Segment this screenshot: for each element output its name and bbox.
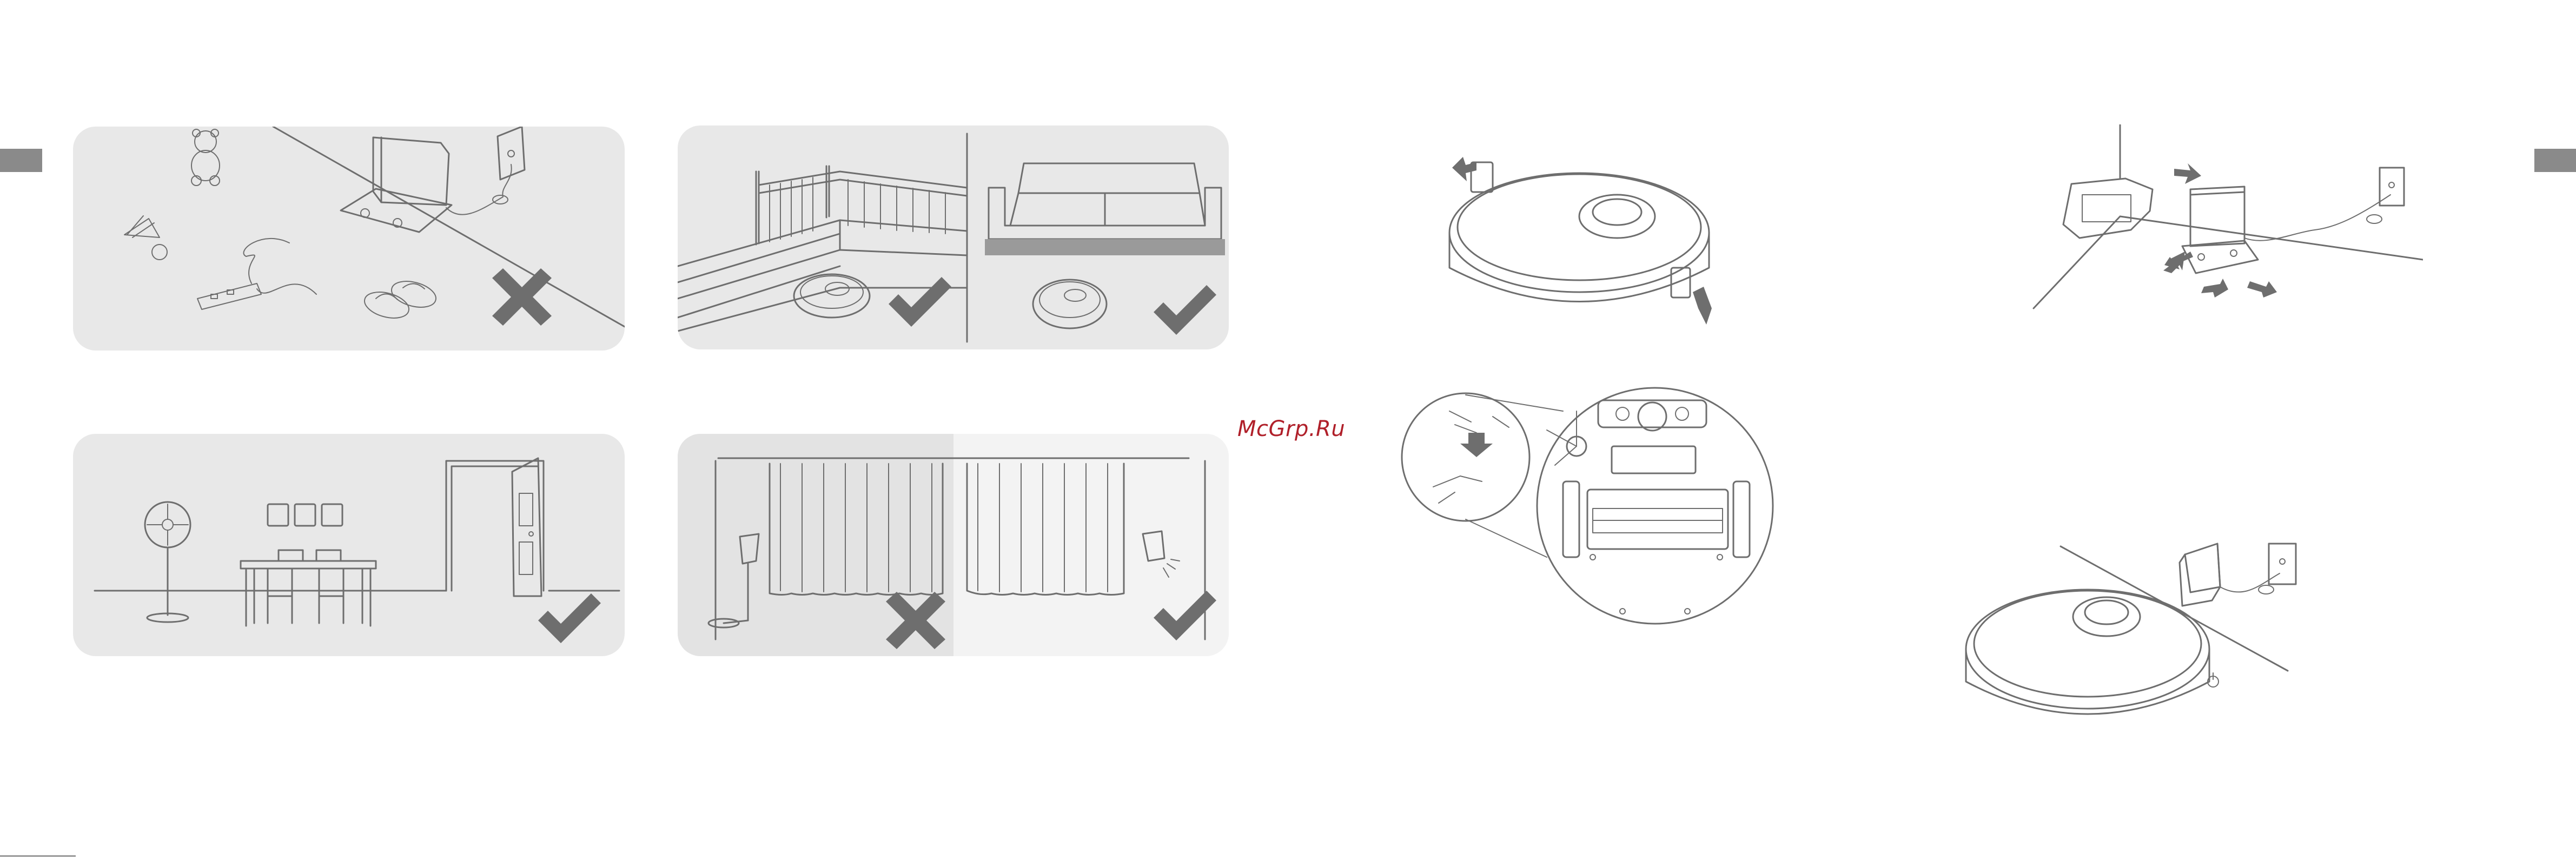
dock-placement-illustration: [2012, 124, 2423, 319]
right-page-tab: [2534, 149, 2576, 172]
robot-vacuum-icon: [1966, 590, 2209, 714]
figure-install-side-brush: [1401, 379, 1779, 633]
arrow-icon: [1693, 287, 1712, 325]
panel-clutter-floor: [73, 127, 625, 351]
power-strip-icon: [197, 239, 316, 309]
stairs-sofa-illustration: [678, 125, 1229, 349]
cross-icon: [492, 268, 552, 326]
side-brush-illustration: [1401, 379, 1779, 633]
figure-robot-docked: [1963, 536, 2309, 741]
arrow-icon: [2201, 279, 2228, 298]
curtains-illustration: [678, 434, 1229, 656]
arrow-icon: [2174, 163, 2201, 184]
wall-pictures: [268, 504, 342, 526]
watermark-text: McGrp.Ru: [1237, 417, 1345, 441]
open-room-illustration: [73, 434, 625, 656]
check-icon: [538, 593, 601, 643]
arrow-icon: [1452, 157, 1476, 181]
door-icon: [446, 458, 544, 596]
figure-remove-shipping-tabs: [1433, 146, 1725, 341]
left-page-tab: [0, 149, 42, 172]
sofa-icon: [985, 163, 1225, 255]
slippers-icon: [362, 277, 439, 322]
figure-dock-placement: [2012, 124, 2423, 319]
panel-stairs-and-sofa: [678, 125, 1229, 349]
arrow-icon: [2247, 281, 2277, 298]
teddy-bear-icon: [191, 129, 220, 186]
fan-icon: [145, 502, 190, 622]
panel-curtains: [678, 434, 1229, 656]
robot-vacuum-icon: [1033, 280, 1107, 328]
robot-vacuum-icon: [1433, 146, 1725, 341]
table-chairs-icon: [241, 550, 376, 626]
docking-station-icon: [2180, 544, 2220, 606]
robot-vacuum-icon: [794, 274, 870, 318]
lamp-icon: [1143, 531, 1180, 577]
robot-docked-illustration: [1963, 536, 2309, 741]
shuttlecock-icon: [124, 216, 167, 260]
docking-station-icon: [2063, 179, 2258, 273]
check-icon: [889, 277, 951, 327]
arrow-icon: [1460, 433, 1493, 457]
docking-station-icon: [341, 137, 452, 232]
curtain-right: [967, 464, 1124, 595]
panel-open-room: [73, 434, 625, 656]
bottom-rule: [0, 855, 76, 857]
clutter-floor-illustration: [73, 127, 625, 351]
check-icon: [1154, 285, 1216, 335]
check-icon: [1154, 591, 1216, 640]
